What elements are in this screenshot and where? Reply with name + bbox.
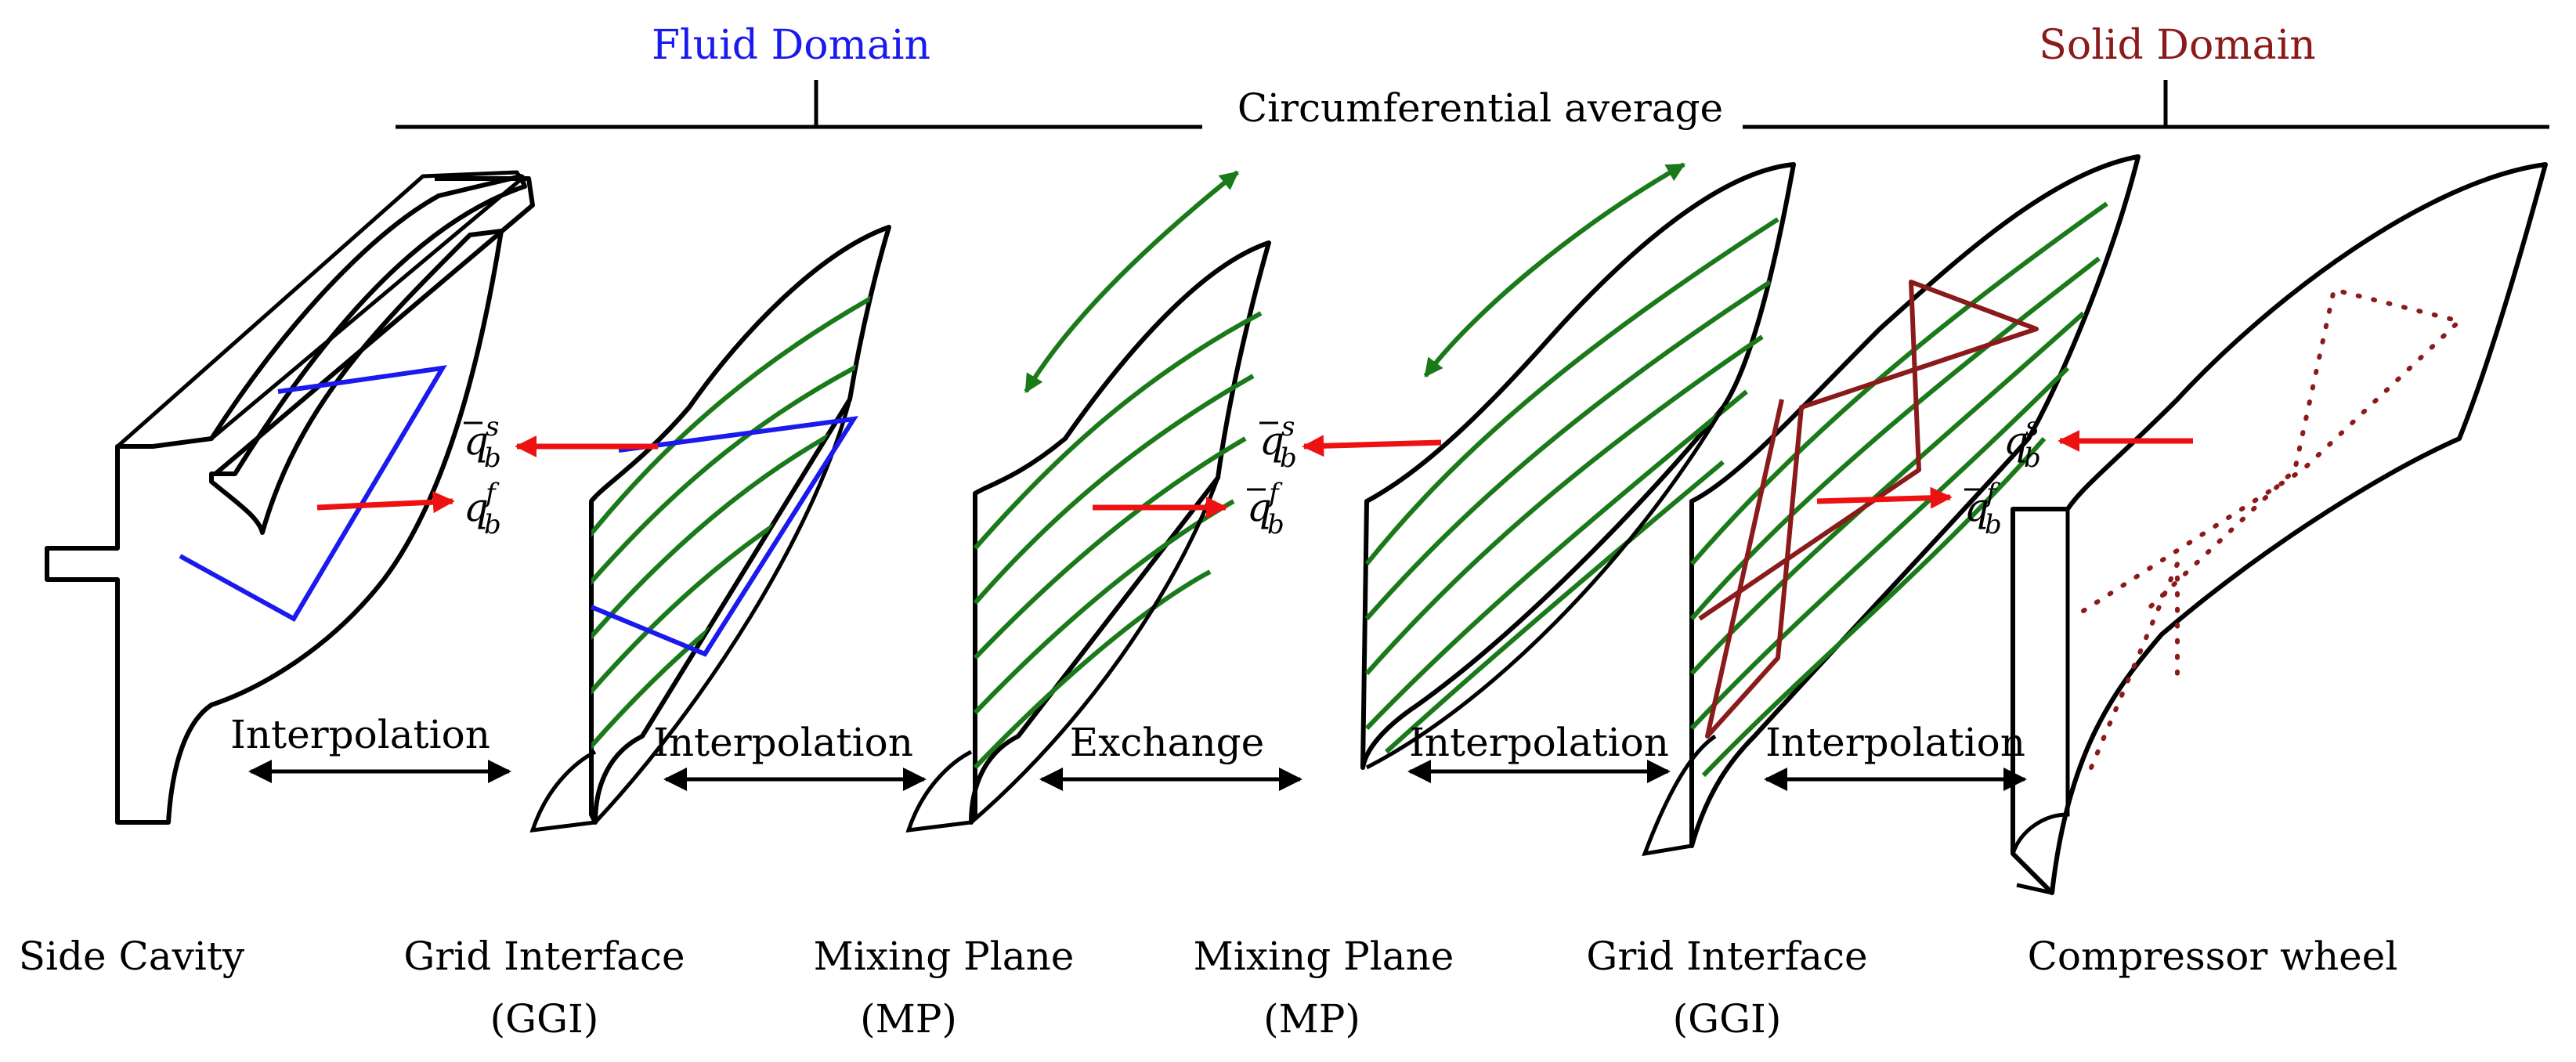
svg-text:f: f <box>1984 478 2000 509</box>
interface-label: Exchange <box>1070 720 1265 765</box>
solid-domain-title: Solid Domain <box>2039 22 2315 69</box>
interface-label: Interpolation <box>1409 720 1669 765</box>
bottom-labels: Side Cavity Grid Interface (GGI) Mixing … <box>19 934 2398 1042</box>
svg-text:b: b <box>1267 509 1284 540</box>
rotation-arrows <box>1024 162 1686 394</box>
interface-labels: Interpolation Interpolation Exchange Int… <box>230 712 2025 765</box>
component-label: Grid Interface <box>1586 934 1867 979</box>
svg-text:b: b <box>2024 442 2041 474</box>
interface-label: Interpolation <box>230 712 490 757</box>
mp-solid-shape <box>1360 162 1796 770</box>
component-label: Side Cavity <box>19 934 245 979</box>
red-arrow-icon <box>316 491 455 514</box>
component-label: Mixing Plane <box>814 934 1075 979</box>
svg-text:f: f <box>1266 478 1283 509</box>
domain-brackets <box>396 80 2549 129</box>
qbar-f-symbol-3: qbf <box>1964 478 2002 540</box>
svg-text:q: q <box>464 485 489 530</box>
green-curved-arrow-icon <box>1423 162 1686 377</box>
svg-text:q: q <box>2003 418 2029 464</box>
svg-text:f: f <box>483 478 500 509</box>
component-sublabel: (MP) <box>860 996 957 1042</box>
component-label: Mixing Plane <box>1194 934 1454 979</box>
component-sublabel: (GGI) <box>490 996 599 1042</box>
svg-text:b: b <box>484 442 501 474</box>
red-arrow-icon <box>1816 486 1953 509</box>
interface-label: Interpolation <box>653 720 913 765</box>
svg-text:q: q <box>464 418 489 464</box>
svg-text:q: q <box>1247 485 1272 530</box>
fluid-domain-title: Fluid Domain <box>652 22 930 69</box>
svg-text:b: b <box>484 509 501 540</box>
q-s-symbol-3: qbs <box>2003 411 2041 474</box>
svg-text:q: q <box>1259 418 1284 464</box>
ggi-solid-shape <box>1642 154 2141 857</box>
svg-text:q: q <box>1964 485 1989 530</box>
mp-fluid-shape <box>905 240 1271 833</box>
qbar-f-symbol-2: qbf <box>1247 478 1284 540</box>
svg-text:s: s <box>486 411 499 442</box>
green-curved-arrow-icon <box>1024 170 1239 394</box>
red-arrow-icon <box>1302 435 1442 457</box>
component-sublabel: (MP) <box>1263 996 1360 1042</box>
component-label: Grid Interface <box>403 934 685 979</box>
side-cavity-shape <box>45 170 535 825</box>
svg-text:s: s <box>2025 411 2039 442</box>
interface-arrows <box>248 760 2027 791</box>
circumferential-average-label: Circumferential average <box>1237 85 1723 131</box>
heat-flux-arrows <box>316 430 2193 518</box>
fluid-grid-lines <box>179 365 447 623</box>
qbar-s-symbol-2: qbs <box>1259 411 1297 474</box>
compressor-wheel-shape <box>2011 162 2548 895</box>
q-f-symbol-1: qbf <box>464 478 501 540</box>
svg-text:b: b <box>1280 442 1297 474</box>
component-label: Compressor wheel <box>2028 934 2398 979</box>
component-sublabel: (GGI) <box>1673 996 1782 1042</box>
svg-text:b: b <box>1985 509 2002 540</box>
svg-text:s: s <box>1281 411 1295 442</box>
interface-label: Interpolation <box>1765 720 2025 765</box>
qbar-s-symbol-1: qbs <box>464 411 501 474</box>
